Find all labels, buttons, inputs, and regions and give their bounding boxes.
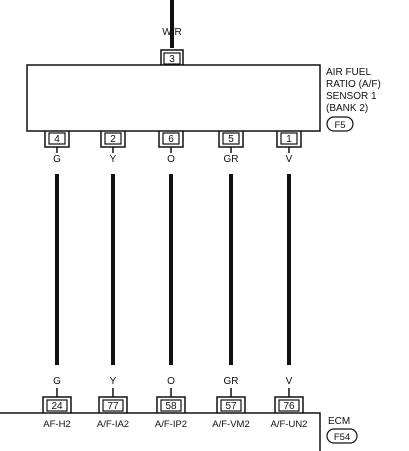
sensor-name-line-3: SENSOR 1	[326, 91, 377, 102]
ecm-pin-number: 58	[165, 401, 177, 412]
sensor-pin-box	[104, 132, 122, 145]
wire-color-label-top: O	[167, 154, 175, 165]
sensor-pin-box	[162, 132, 180, 145]
ecm-pin-bracket	[98, 396, 128, 413]
ecm-pin-number: 24	[51, 401, 63, 412]
ecm-box	[0, 412, 321, 451]
ecm-pin-bracket	[274, 396, 304, 413]
ecm-pin-bracket	[42, 396, 72, 413]
wire-color-label-bottom: O	[167, 376, 175, 387]
ecm-pin-bracket	[156, 396, 186, 413]
sensor-box	[26, 64, 321, 132]
ecm-pin-bracket	[216, 396, 246, 413]
sensor-name-line-4: (BANK 2)	[326, 103, 368, 114]
ecm-pin-number: 77	[107, 401, 119, 412]
ecm-pin-number: 57	[225, 401, 237, 412]
wire-harness: 4GG24AF-H22YY77A/F-IA26OO58A/F-IP25GRGR5…	[42, 131, 308, 430]
ecm-signal-name: AF-H2	[43, 419, 70, 430]
ecm-pin-number: 76	[283, 401, 295, 412]
sensor-pin-number: 4	[54, 134, 60, 145]
sensor-name-line-2: RATIO (A/F)	[326, 79, 381, 90]
sensor-pin-number: 6	[168, 134, 174, 145]
sensor-connector-code: F5	[334, 120, 345, 131]
ecm-signal-name: A/F-VM2	[212, 419, 249, 430]
ecm-pin-box	[160, 399, 182, 412]
wire-circuit: 1V V 76A/F-UN2	[271, 131, 308, 430]
wire-color-label-top: V	[286, 154, 293, 165]
ecm-pin-box	[46, 399, 68, 412]
sensor-top-pin: 3	[160, 49, 184, 65]
sensor-pin-number: 1	[286, 134, 292, 145]
sensor-pin-box	[48, 132, 66, 145]
wire-color-label-top: Y	[110, 154, 117, 165]
wire-circuit: 6O O 58A/F-IP2	[155, 131, 187, 430]
ecm-pin-box	[102, 399, 124, 412]
sensor-pin-box	[222, 132, 240, 145]
wire-color-label-bottom: V	[286, 376, 293, 387]
ecm-pin-box	[278, 399, 300, 412]
top-wire-color-label: W/R	[162, 27, 181, 38]
ecm-pin-box	[220, 399, 242, 412]
ecm-connector-badge: F54	[326, 428, 358, 444]
sensor-pin-number: 2	[110, 134, 116, 145]
sensor-connector-badge: F5	[326, 116, 354, 132]
ecm-connector-code: F54	[334, 432, 350, 443]
sensor-name-line-1: AIR FUEL	[326, 67, 371, 78]
wire-color-label-top: GR	[224, 154, 239, 165]
sensor-pin-number: 5	[228, 134, 234, 145]
wire-circuit: 5GR GR 57A/F-VM2	[212, 131, 250, 430]
wire-color-label-top: G	[53, 154, 61, 165]
wire-color-label-bottom: Y	[110, 376, 117, 387]
sensor-pin-box	[280, 132, 298, 145]
ecm-signal-name: A/F-IP2	[155, 419, 187, 430]
wire-color-label-bottom: GR	[224, 376, 239, 387]
wire-circuit: 2Y Y 77A/F-IA2	[97, 131, 129, 430]
ecm-signal-name: A/F-IA2	[97, 419, 129, 430]
ecm-name: ECM	[328, 416, 350, 427]
sensor-top-pin-number: 3	[169, 54, 175, 65]
wire-color-label-bottom: G	[53, 376, 61, 387]
ecm-signal-name: A/F-UN2	[271, 419, 308, 430]
